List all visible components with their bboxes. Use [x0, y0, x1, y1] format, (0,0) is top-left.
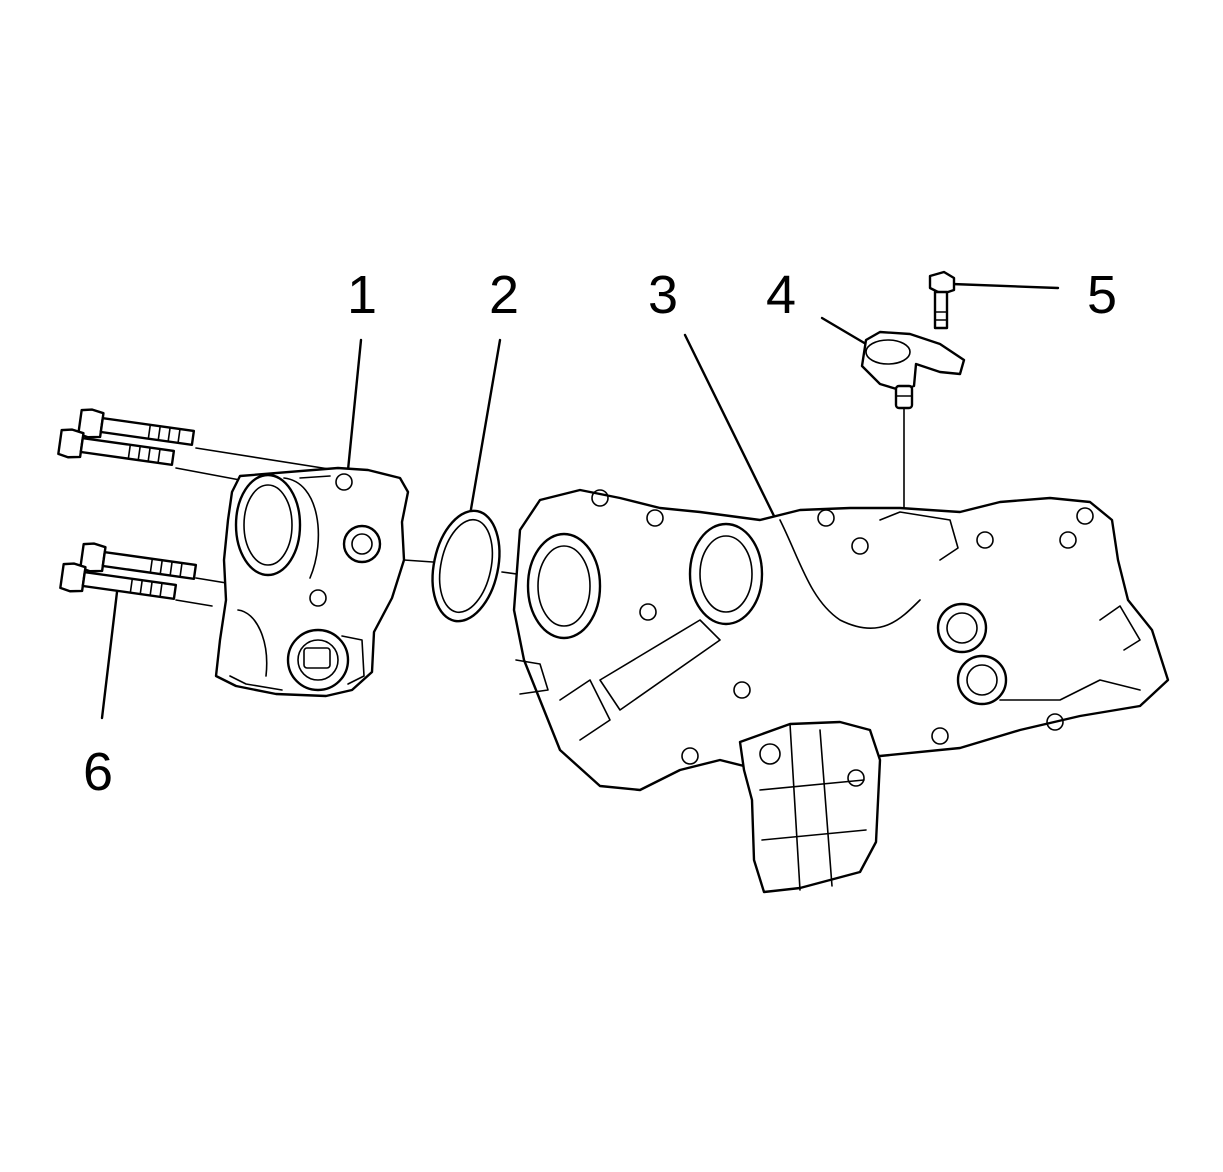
- bolt: [59, 562, 178, 600]
- callout-2: 2: [489, 265, 520, 325]
- sensor-4: [860, 330, 966, 410]
- intake-manifold-3: [512, 488, 1170, 894]
- bolt-5: [928, 270, 956, 330]
- callout-5: 5: [1087, 265, 1118, 325]
- bolts-6: [57, 408, 198, 600]
- callout-1: 1: [347, 265, 378, 325]
- throttle-body-1: [214, 466, 410, 698]
- leader-lines: [100, 282, 1060, 720]
- callout-3: 3: [648, 265, 679, 325]
- callout-6: 6: [83, 742, 114, 802]
- bolt: [57, 428, 176, 466]
- gasket-2: [431, 509, 501, 623]
- bolt: [77, 408, 196, 446]
- callout-4: 4: [766, 265, 797, 325]
